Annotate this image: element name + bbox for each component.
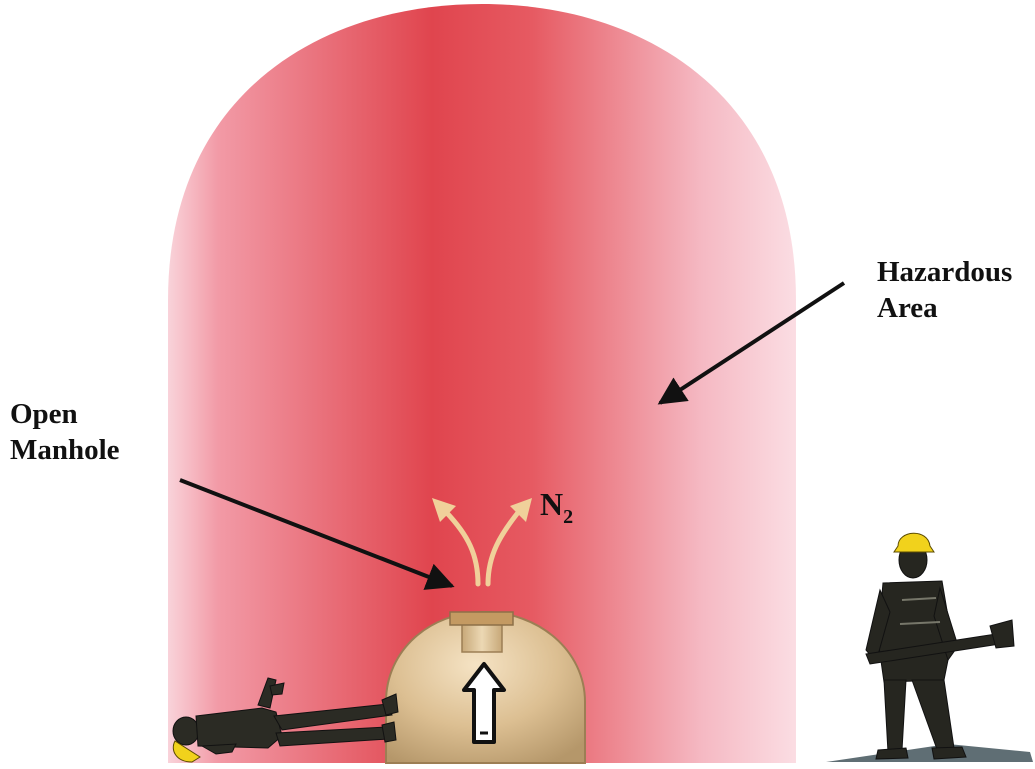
nitrogen-gas-label: N2 — [540, 486, 573, 535]
hazardous-area-label-line-1: Hazardous — [877, 254, 1012, 290]
standing-worker-icon — [826, 533, 1033, 762]
open-manhole-label-line-1: Open — [10, 396, 120, 432]
hazardous-area-label-line-2: Area — [877, 290, 1012, 326]
gas-symbol: N — [540, 486, 563, 522]
open-manhole-label-line-2: Manhole — [10, 432, 120, 468]
open-manhole-label: Open Manhole — [10, 396, 120, 468]
hazardous-area-label: Hazardous Area — [877, 254, 1012, 326]
gas-subscript: 2 — [563, 506, 573, 528]
